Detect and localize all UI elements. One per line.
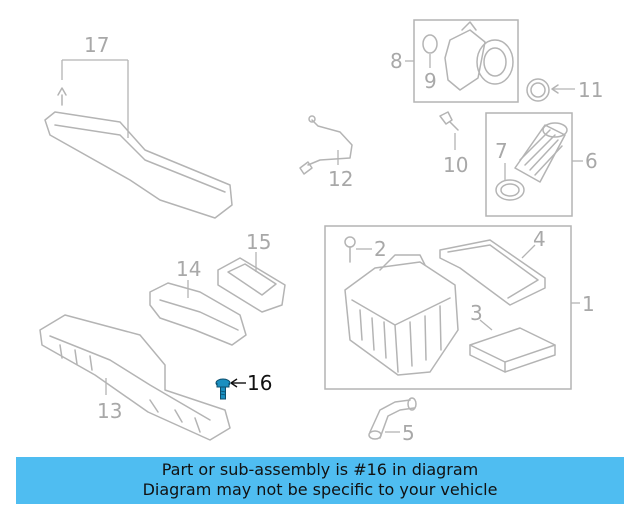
part-16-bolt-highlighted xyxy=(215,378,246,400)
part-17-shield xyxy=(44,59,233,219)
part-8-throttle-body xyxy=(444,21,514,91)
callout-12: 12 xyxy=(328,167,353,191)
part-10-bolt xyxy=(439,111,459,150)
part-12-sensor xyxy=(299,115,353,175)
callout-7: 7 xyxy=(495,139,508,163)
part-9-gasket xyxy=(422,34,438,68)
callout-4: 4 xyxy=(533,227,546,251)
part-3-filter xyxy=(469,319,556,373)
banner-line-1: Part or sub-assembly is #16 in diagram xyxy=(161,460,479,479)
part-air-cleaner-housing xyxy=(344,254,459,376)
callout-5: 5 xyxy=(402,421,415,445)
part-14-duct xyxy=(149,280,247,346)
callout-15: 15 xyxy=(246,230,271,254)
banner-line-2: Diagram may not be specific to your vehi… xyxy=(142,480,498,499)
callout-11: 11 xyxy=(578,78,603,102)
callout-9: 9 xyxy=(424,69,437,93)
part-13-lower-duct xyxy=(39,314,231,441)
box-intake-hose xyxy=(485,112,573,217)
callout-2: 2 xyxy=(374,237,387,261)
part-6-hose xyxy=(514,122,568,183)
part-11-clamp xyxy=(526,78,575,102)
box-air-cleaner xyxy=(324,225,572,390)
callout-1: 1 xyxy=(582,292,595,316)
part-5-hose xyxy=(368,397,417,440)
callout-6: 6 xyxy=(585,149,598,173)
part-15-bracket xyxy=(217,252,286,313)
callout-16: 16 xyxy=(247,371,272,395)
callout-13: 13 xyxy=(97,399,122,423)
callout-8: 8 xyxy=(390,49,403,73)
callout-17: 17 xyxy=(84,33,109,57)
callout-10: 10 xyxy=(443,153,468,177)
part-2-bolt xyxy=(344,236,372,263)
callout-3: 3 xyxy=(470,301,483,325)
parts-diagram: 17 12 8 9 11 10 6 xyxy=(39,19,603,445)
part-7-clamp xyxy=(495,163,525,201)
callout-14: 14 xyxy=(176,257,201,281)
part-4-cover xyxy=(439,239,546,306)
info-banner: Part or sub-assembly is #16 in diagram D… xyxy=(16,457,624,504)
